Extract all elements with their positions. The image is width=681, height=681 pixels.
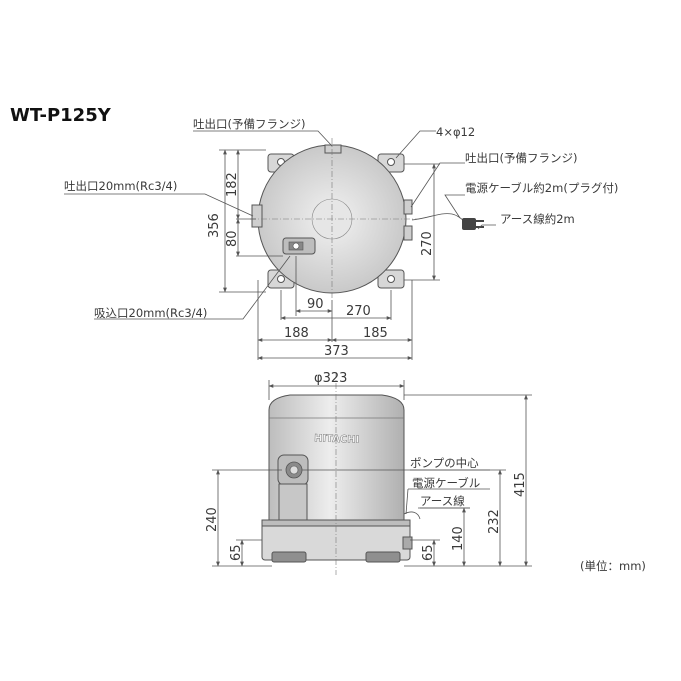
dim-80: 80 (225, 230, 240, 247)
label-power-cable-plug: 電源ケーブル約2m(プラグ付) (465, 181, 618, 195)
label-bolt-holes: 4×φ12 (436, 125, 475, 139)
dim-270-horizontal: 270 (346, 304, 371, 319)
dim-232: 232 (487, 509, 502, 534)
unit-note: (単位：mm) (580, 559, 646, 573)
label-pump-center: ポンプの中心 (410, 456, 479, 470)
dim-240: 240 (205, 507, 220, 532)
dim-65-left: 65 (229, 544, 244, 561)
dim-270-vertical: 270 (420, 231, 435, 256)
dim-356: 356 (207, 213, 222, 238)
power-cable-plug (411, 213, 484, 230)
dim-90: 90 (307, 297, 324, 312)
dim-185: 185 (363, 326, 388, 341)
dim-415: 415 (513, 472, 528, 497)
suction-port-assembly (282, 237, 316, 255)
label-suction-port: 吸込口20mm(Rc3/4) (94, 306, 207, 320)
side-view: HITACHI (205, 371, 532, 575)
dim-phi323: φ323 (314, 371, 347, 386)
label-earth-wire: アース線 (420, 494, 465, 508)
model-title: WT-P125Y (10, 105, 112, 126)
label-discharge-port: 吐出口20mm(Rc3/4) (64, 179, 177, 193)
pump-suction-assembly (277, 454, 309, 523)
dim-188: 188 (284, 326, 309, 341)
brand-logo: HITACHI (314, 433, 360, 446)
dim-373: 373 (324, 344, 349, 359)
dim-65-right: 65 (421, 544, 436, 561)
label-power-cable: 電源ケーブル (412, 476, 480, 490)
label-spare-flange-top: 吐出口(予備フランジ) (193, 117, 305, 131)
label-earth-wire-length: アース線約2m (500, 212, 575, 226)
top-view: 吐出口(予備フランジ) 4×φ12 吐出口(予備フランジ) 電源ケーブル約2m(… (64, 117, 618, 360)
dim-182: 182 (225, 172, 240, 197)
base-feet (267, 153, 405, 289)
label-spare-flange-right: 吐出口(予備フランジ) (465, 151, 577, 165)
dim-140: 140 (451, 526, 466, 551)
